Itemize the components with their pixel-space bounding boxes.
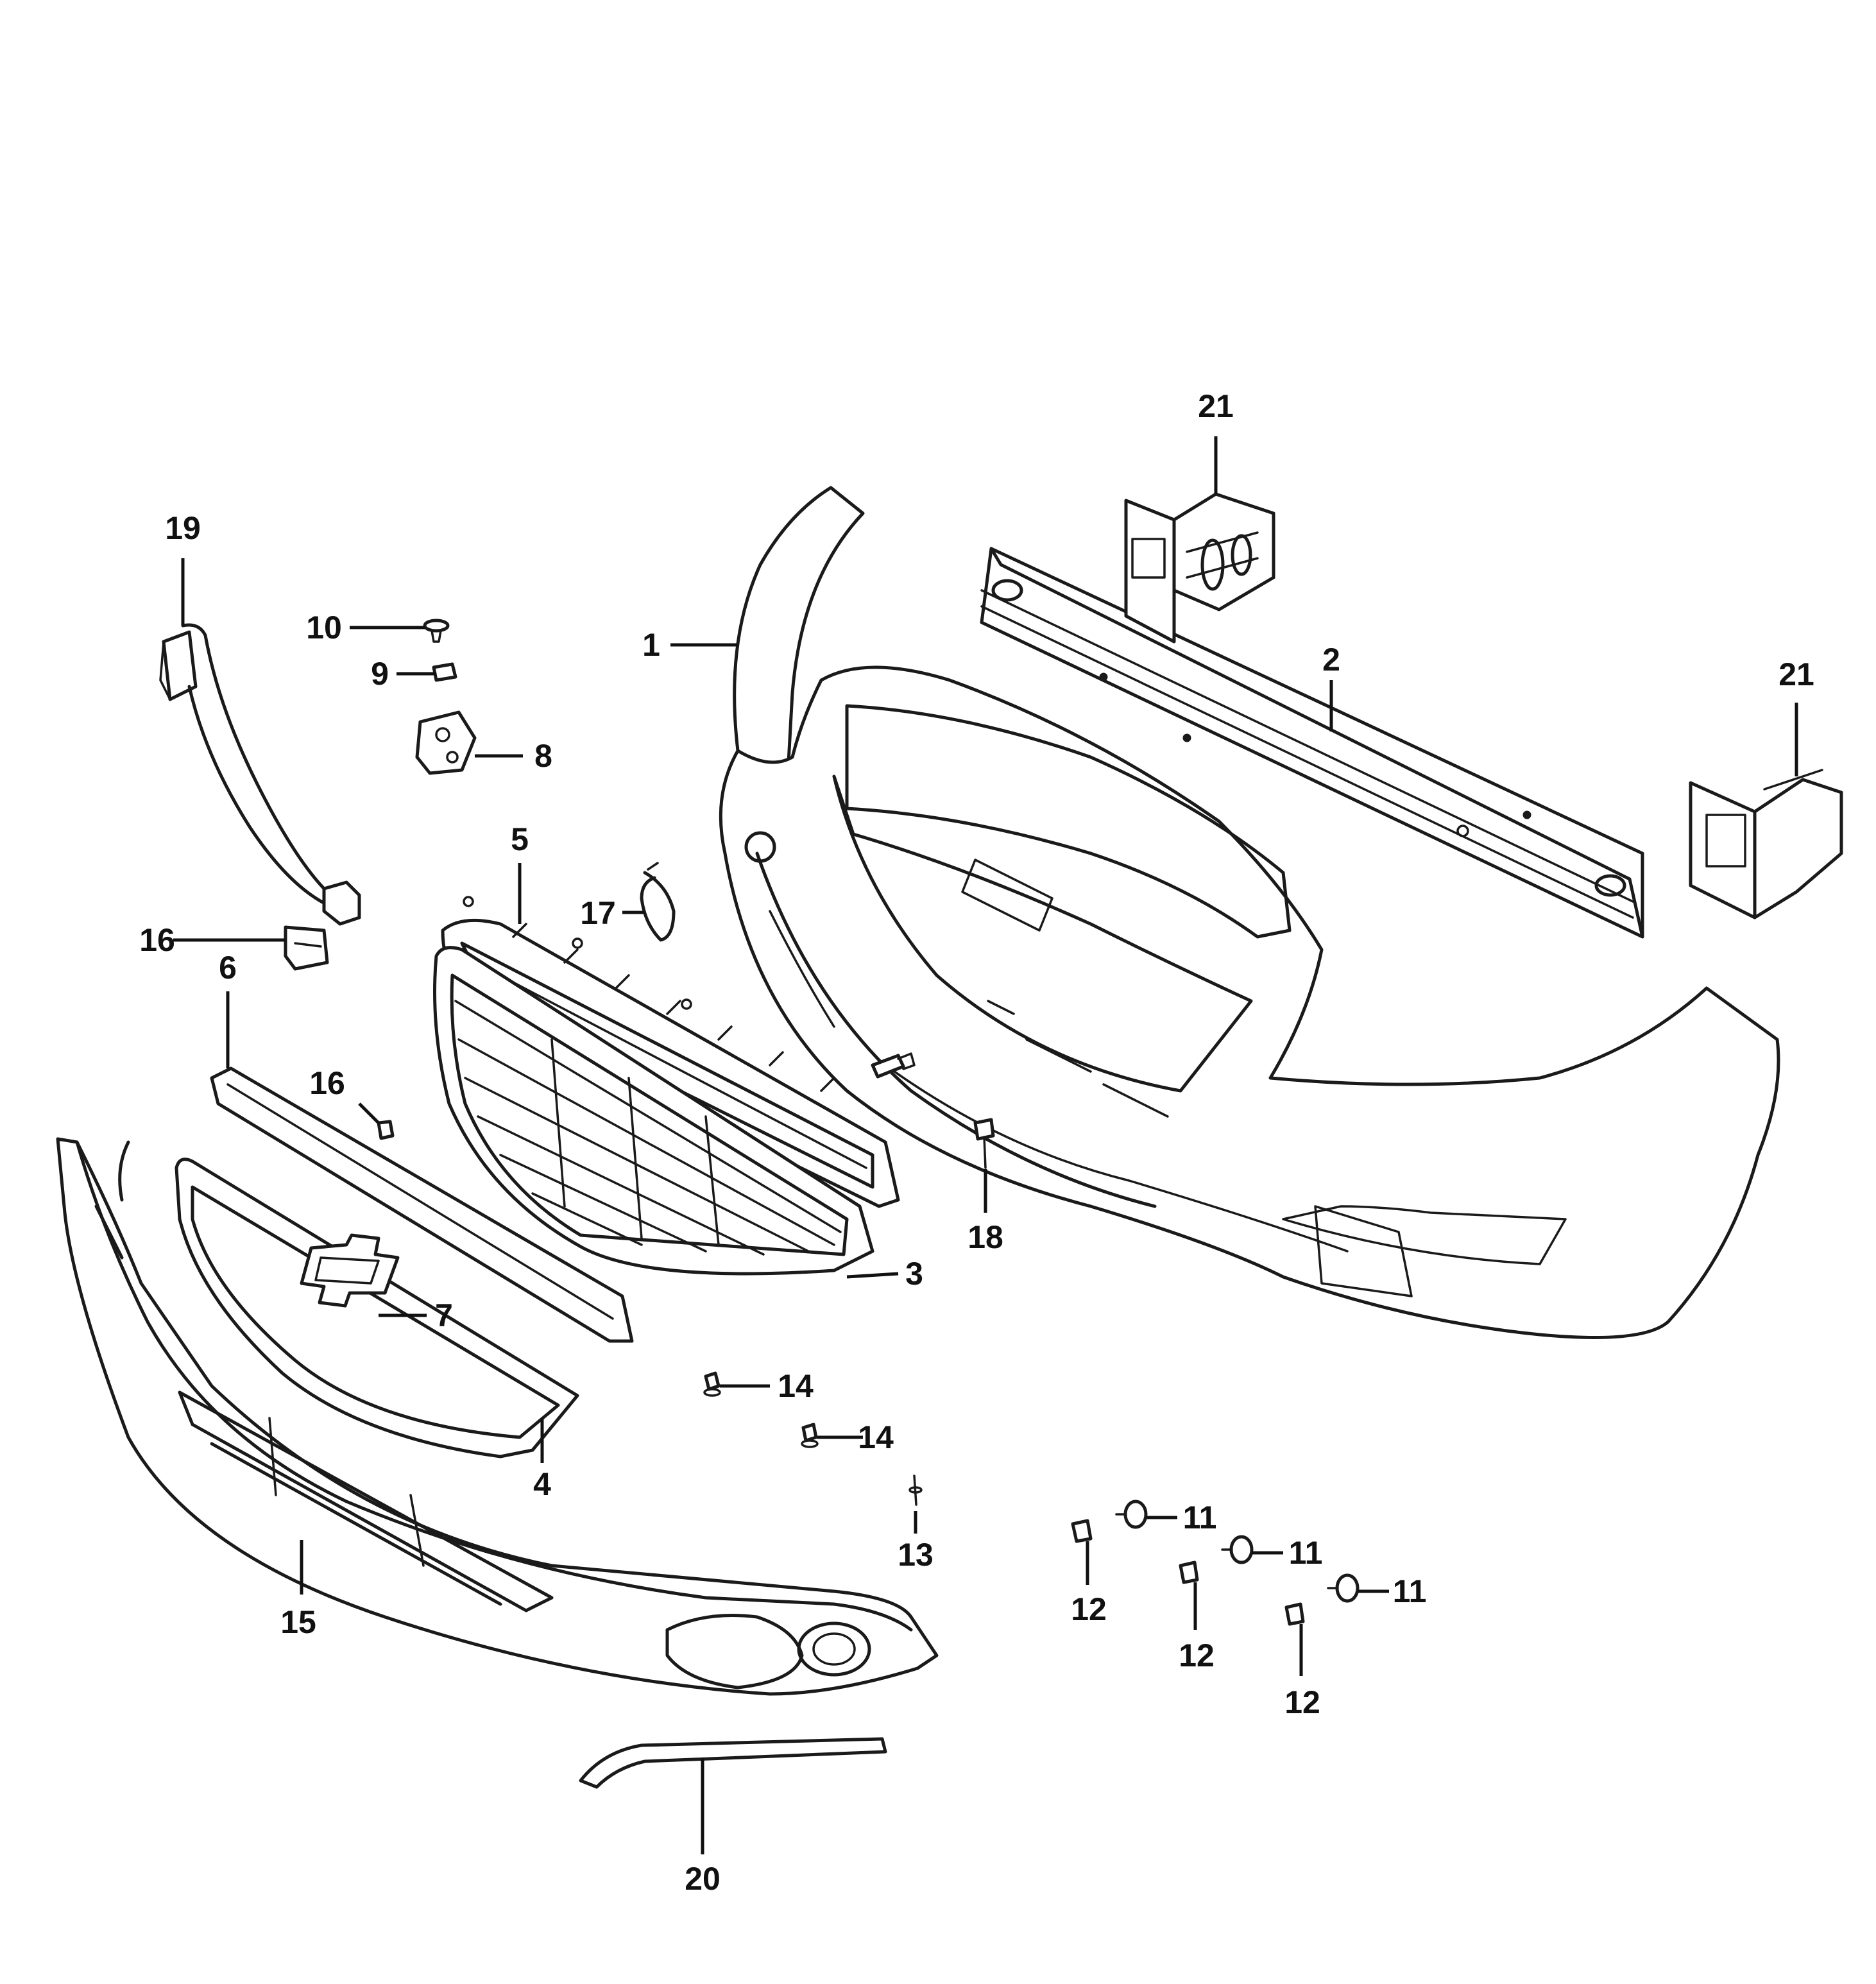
callout-9: 9 bbox=[371, 656, 389, 692]
part-screw-11-a bbox=[1115, 1500, 1148, 1529]
part-emblem bbox=[300, 1233, 400, 1308]
callout-20: 20 bbox=[685, 1861, 721, 1897]
part-pin-13 bbox=[908, 1475, 923, 1506]
callout-11b: 11 bbox=[1289, 1535, 1323, 1571]
part-lower-fascia bbox=[56, 1137, 939, 1696]
callout-1: 1 bbox=[642, 627, 660, 663]
part-wiring-harness bbox=[159, 623, 361, 926]
part-bracket-8 bbox=[415, 710, 477, 775]
part-clip-9 bbox=[432, 662, 457, 682]
callout-14b: 14 bbox=[858, 1419, 894, 1455]
leader-lines bbox=[173, 436, 1798, 1854]
part-bolt-18 bbox=[871, 1052, 995, 1169]
part-bumper-bracket-left bbox=[1124, 492, 1275, 644]
part-push-pin-14-upper bbox=[703, 1371, 721, 1397]
part-lower-trim-strip bbox=[579, 1737, 887, 1789]
callout-labels: 1 2 3 4 5 6 7 8 9 10 11 11 11 12 12 12 1… bbox=[139, 388, 1814, 1897]
part-screw-11-c bbox=[1327, 1573, 1360, 1603]
part-bumper-bracket-right bbox=[1689, 769, 1843, 919]
callout-21a: 21 bbox=[1198, 388, 1234, 424]
callout-5: 5 bbox=[511, 821, 529, 857]
part-grille bbox=[433, 946, 874, 1276]
part-lower-grille bbox=[175, 1158, 579, 1458]
callout-8: 8 bbox=[534, 738, 552, 774]
callout-10: 10 bbox=[306, 610, 342, 646]
callout-15: 15 bbox=[280, 1604, 316, 1640]
callout-21b: 21 bbox=[1778, 656, 1814, 692]
callout-6: 6 bbox=[219, 950, 237, 986]
callout-2: 2 bbox=[1322, 642, 1340, 678]
part-screw-11-b bbox=[1221, 1535, 1254, 1564]
part-sensor-17 bbox=[640, 862, 676, 942]
callout-13: 13 bbox=[898, 1537, 934, 1573]
part-upper-molding bbox=[210, 1066, 634, 1343]
callout-12a: 12 bbox=[1071, 1591, 1107, 1627]
callout-16b: 16 bbox=[309, 1065, 345, 1101]
callout-16a: 16 bbox=[139, 922, 175, 958]
callout-11a: 11 bbox=[1183, 1500, 1217, 1535]
leader-16b bbox=[358, 1102, 381, 1125]
callout-4: 4 bbox=[533, 1466, 551, 1502]
callout-17: 17 bbox=[580, 895, 616, 931]
callout-12c: 12 bbox=[1284, 1684, 1320, 1720]
part-nut-12-c bbox=[1284, 1602, 1305, 1626]
part-connector-16-lower bbox=[377, 1120, 395, 1140]
callout-11c: 11 bbox=[1393, 1573, 1427, 1609]
callout-18: 18 bbox=[968, 1219, 1003, 1255]
callout-12b: 12 bbox=[1179, 1638, 1215, 1673]
part-impact-bar bbox=[980, 547, 1644, 939]
callout-3: 3 bbox=[905, 1256, 923, 1292]
part-push-pin-14-lower bbox=[801, 1423, 819, 1448]
callout-14a: 14 bbox=[778, 1368, 814, 1404]
callout-19: 19 bbox=[165, 510, 201, 546]
leader-3 bbox=[846, 1272, 899, 1279]
callout-7: 7 bbox=[435, 1297, 453, 1333]
part-connector-16-upper bbox=[284, 925, 329, 971]
part-nut-12-a bbox=[1071, 1519, 1093, 1543]
part-nut-12-b bbox=[1179, 1561, 1199, 1584]
part-retainer-10 bbox=[423, 619, 450, 643]
